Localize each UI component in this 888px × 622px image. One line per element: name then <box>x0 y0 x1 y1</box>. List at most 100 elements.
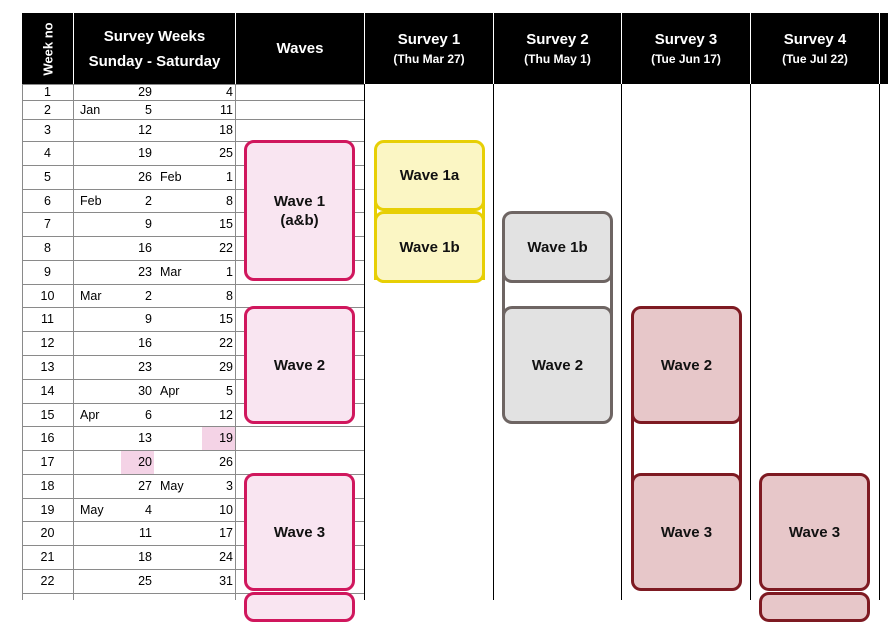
header-extra <box>880 13 888 84</box>
week-number: 17 <box>40 455 55 469</box>
week-number: 12 <box>40 336 55 350</box>
survey-1-wave-1a: Wave 1a <box>374 140 485 211</box>
end-day: 25 <box>219 146 233 160</box>
header-survey-1: Survey 1 (Thu Mar 27) <box>365 13 493 84</box>
end-month: Feb <box>160 170 182 184</box>
start-day: 12 <box>138 123 152 137</box>
survey-4-next-box <box>759 592 870 622</box>
start-day: 19 <box>138 146 152 160</box>
end-day: 1 <box>226 170 233 184</box>
week-number: 4 <box>44 146 51 160</box>
col-divider <box>22 84 23 600</box>
start-day: 2 <box>145 288 152 303</box>
end-day: 12 <box>219 407 233 422</box>
end-day: 15 <box>219 312 233 326</box>
row-divider <box>22 593 364 594</box>
start-day: 18 <box>138 550 152 564</box>
row-divider <box>22 84 364 85</box>
end-month: Apr <box>160 384 180 398</box>
end-month: Mar <box>160 265 182 279</box>
end-day: 17 <box>219 526 233 540</box>
row-divider <box>22 450 364 451</box>
week-number: 6 <box>44 193 51 208</box>
week-number: 3 <box>44 123 51 137</box>
header-survey-2: Survey 2 (Thu May 1) <box>494 13 621 84</box>
wave-3-box: Wave 3 <box>244 473 355 591</box>
start-day: 16 <box>138 241 152 255</box>
row-divider <box>22 545 364 546</box>
week-number: 5 <box>44 170 51 184</box>
wave-next-box <box>244 592 355 622</box>
survey-2-wave-1b: Wave 1b <box>502 211 613 283</box>
week-number: 19 <box>40 502 55 517</box>
start-month: Feb <box>80 193 102 208</box>
header-survey-3: Survey 3 (Tue Jun 17) <box>622 13 750 84</box>
highlight-date-apr-20 <box>121 451 154 474</box>
end-month: May <box>160 479 184 493</box>
header-waves: Waves <box>236 13 364 84</box>
row-divider <box>22 189 364 190</box>
row-divider <box>22 355 364 356</box>
week-number: 8 <box>44 241 51 255</box>
row-divider <box>22 165 364 166</box>
start-day: 13 <box>138 431 152 445</box>
start-day: 4 <box>145 502 152 517</box>
end-day: 22 <box>219 336 233 350</box>
col-divider <box>879 84 880 600</box>
week-number: 18 <box>40 479 55 493</box>
start-day: 30 <box>138 384 152 398</box>
week-number: 21 <box>40 550 55 564</box>
survey-3-connector <box>631 330 742 570</box>
end-day: 11 <box>220 102 233 117</box>
row-divider <box>22 141 364 142</box>
week-number: 15 <box>40 407 55 422</box>
header-survey-weeks: Survey Weeks Sunday - Saturday <box>74 13 235 84</box>
row-divider <box>22 284 364 285</box>
row-divider <box>22 474 364 475</box>
end-day: 1 <box>226 265 233 279</box>
start-day: 9 <box>145 217 152 231</box>
col-divider <box>235 84 236 600</box>
week-number: 14 <box>40 384 55 398</box>
col-divider <box>364 84 365 600</box>
survey-2-wave-2: Wave 2 <box>502 306 613 424</box>
row-divider <box>22 521 364 522</box>
col-divider <box>493 84 494 600</box>
end-day: 22 <box>219 241 233 255</box>
start-day: 23 <box>138 360 152 374</box>
start-day: 5 <box>145 102 152 117</box>
row-divider <box>22 426 364 427</box>
row-divider <box>22 100 364 101</box>
wave-2-box: Wave 2 <box>244 306 355 424</box>
wave-1-box: Wave 1 (a&b) <box>244 140 355 281</box>
row-divider <box>22 236 364 237</box>
row-divider <box>22 331 364 332</box>
header-survey-4: Survey 4 (Tue Jul 22) <box>751 13 879 84</box>
end-day: 31 <box>219 574 233 588</box>
header-week-no: Week no <box>22 13 73 84</box>
start-day: 25 <box>138 574 152 588</box>
row-divider <box>22 569 364 570</box>
end-day: 26 <box>219 455 233 469</box>
survey-1-wave-1b: Wave 1b <box>374 211 485 283</box>
end-day: 15 <box>219 217 233 231</box>
end-day: 8 <box>226 193 233 208</box>
end-day: 29 <box>219 360 233 374</box>
start-day: 11 <box>139 526 152 540</box>
week-number: 20 <box>40 526 55 540</box>
week-number: 10 <box>40 288 55 303</box>
end-day: 19 <box>219 431 233 445</box>
survey-3-wave-3: Wave 3 <box>631 473 742 591</box>
row-divider <box>22 307 364 308</box>
row-divider <box>22 260 364 261</box>
start-day: 2 <box>145 193 152 208</box>
start-day: 6 <box>145 407 152 422</box>
week-number: 16 <box>40 431 55 445</box>
highlight-date-apr-19 <box>202 427 235 450</box>
end-day: 10 <box>219 502 233 517</box>
start-day: 23 <box>138 265 152 279</box>
start-day: 29 <box>138 85 152 99</box>
row-divider <box>22 379 364 380</box>
col-divider <box>621 84 622 600</box>
end-day: 3 <box>226 479 233 493</box>
